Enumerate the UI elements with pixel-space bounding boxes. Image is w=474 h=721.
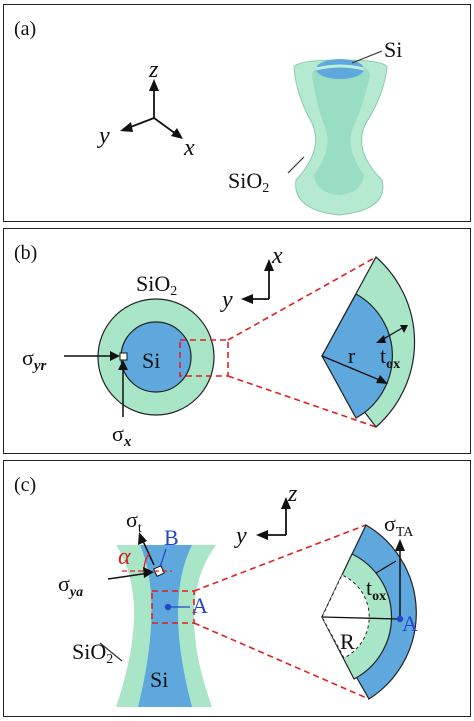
point-a-marker [164, 603, 172, 611]
panel-a-canvas: (a) z y x Si SiO2 [14, 18, 402, 216]
x-axis-arrow [264, 259, 274, 271]
r-arrow-line [321, 355, 383, 382]
si-label: Si [150, 667, 168, 692]
y-axis-arrow [241, 294, 253, 304]
y-axis-label: y [220, 287, 233, 313]
si-leader-line [351, 50, 383, 64]
panel-b: (b) x y SiO2 Si σyr σx r tox [3, 228, 471, 454]
panel-a-axes [120, 79, 183, 139]
y-axis-arrow [120, 122, 133, 132]
zoom-line-top [227, 256, 377, 341]
x-axis-label: x [183, 135, 195, 161]
x-axis-arrow [171, 128, 183, 139]
y-axis-label: y [97, 123, 110, 149]
sigma-t-arrow-head [138, 532, 147, 545]
panel-b-axes [241, 259, 274, 304]
sigma-ya-label: σya [58, 571, 83, 600]
y-axis-arrow [256, 530, 268, 540]
sigma-x-label: σx [112, 421, 132, 450]
point-a-label: A [192, 593, 208, 618]
tox-label: tox [380, 343, 400, 372]
panel-c-axes [256, 497, 291, 540]
stress-element [119, 352, 128, 361]
shell-top-rim [315, 64, 365, 71]
zoom-line-bottom [193, 622, 370, 700]
si-wedge [321, 293, 394, 419]
sigma-ta-arrow-head [395, 539, 405, 551]
tox-dimension-line [375, 560, 397, 574]
y-axis-line [127, 117, 155, 129]
zoom-box [151, 590, 195, 624]
panel-b-canvas: (b) x y SiO2 Si σyr σx r tox [14, 242, 416, 450]
si-core-body [312, 63, 370, 195]
sigma-ta-label: σTA [384, 511, 414, 540]
sio2-label: SiO2 [228, 168, 269, 196]
z-axis-arrow [281, 497, 291, 509]
point-b-leader [159, 548, 167, 568]
z-axis-arrow [149, 79, 159, 91]
sigma-x-arrow-head [118, 360, 128, 370]
panel-c-canvas: (c) z y A B σt α σya SiO2 Si R tox [14, 474, 418, 707]
zoom-line-top [193, 524, 367, 592]
sio2-label: SiO2 [72, 639, 113, 667]
zoom-box [179, 339, 229, 377]
y-axis-label: y [234, 523, 247, 549]
si-profile [138, 545, 192, 707]
x-axis-label: x [271, 243, 283, 269]
panel-b-label: (b) [14, 242, 37, 264]
zoom-line-bottom [227, 375, 377, 428]
sigma-yr-label: σyr [22, 345, 47, 374]
tox-label: tox [366, 575, 386, 604]
si-label: Si [142, 348, 160, 373]
sigma-yr-arrow-head [110, 351, 120, 361]
point-a-zoom-marker [396, 615, 404, 623]
alpha-label: α [118, 544, 131, 570]
point-b-label: B [164, 525, 179, 550]
x-axis-line [153, 117, 177, 135]
si-label: Si [384, 37, 402, 62]
z-axis-label: z [148, 57, 159, 83]
sio2-label: SiO2 [136, 271, 177, 299]
z-axis-label: z [287, 481, 298, 507]
sigma-ya-arrow-head [143, 567, 154, 578]
panel-a-label: (a) [14, 18, 36, 40]
hourglass-shape [293, 59, 388, 216]
sio2-leader-line [287, 156, 305, 174]
r-label: r [348, 343, 356, 368]
sigma-ya-arrow-line [107, 572, 150, 580]
big-r-line [321, 616, 399, 620]
panel-c: (c) z y A B σt α σya SiO2 Si R tox [3, 460, 471, 717]
tox-arrow-outer [400, 325, 408, 333]
big-r-label: R [340, 629, 355, 654]
point-a-zoom-label: A [402, 611, 418, 636]
r-inner-region [321, 574, 370, 659]
sigma-t-label: σt [126, 507, 142, 536]
si-top-face [316, 59, 364, 79]
panel-c-label: (c) [14, 474, 36, 496]
panel-a: (a) z y x Si SiO2 [3, 4, 471, 222]
sio2-leader-line [99, 642, 123, 662]
r-arrow-head [376, 375, 388, 384]
sigma-t-arrow-line [141, 538, 155, 566]
tox-arrow-inner [376, 335, 386, 343]
